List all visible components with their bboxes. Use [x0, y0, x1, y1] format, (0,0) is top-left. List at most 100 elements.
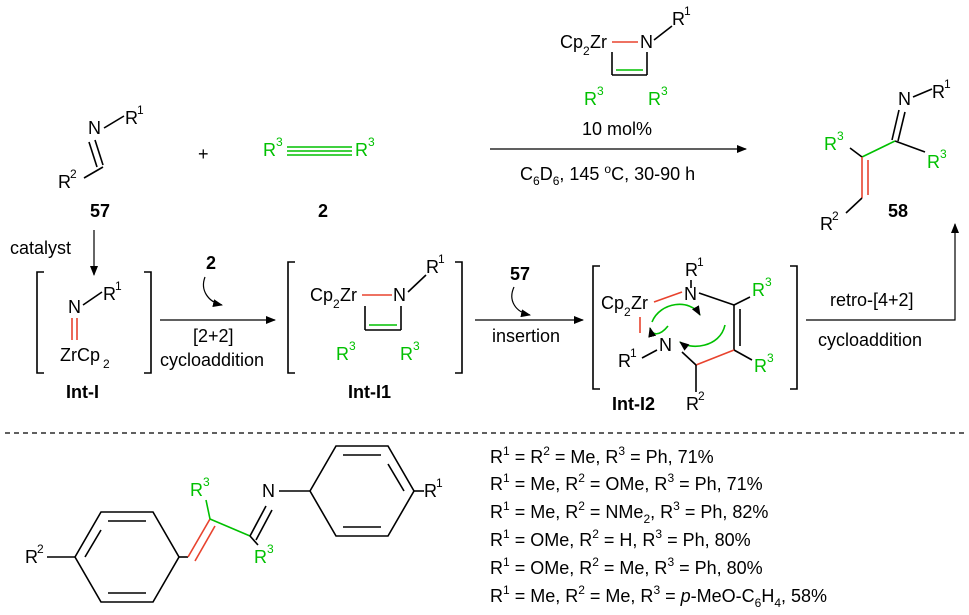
svg-text:3: 3: [661, 84, 668, 98]
svg-text:Zr: Zr: [590, 32, 607, 52]
svg-text:N: N: [659, 335, 672, 355]
svg-text:3: 3: [597, 84, 604, 98]
svg-text:1: 1: [115, 279, 122, 293]
svg-text:R: R: [648, 89, 661, 109]
svg-text:R: R: [336, 344, 349, 364]
svg-text:R: R: [672, 9, 685, 29]
substituent-yield-list: R1 = R2 = Me, R3 = Ph, 71% R1 = Me, R2 =…: [490, 444, 827, 610]
compound-2-label: 2: [318, 201, 328, 221]
svg-text:R: R: [820, 214, 833, 234]
svg-text:R: R: [103, 284, 116, 304]
step3-label-a: retro-[4+2]: [830, 290, 914, 310]
plus-sign: +: [198, 144, 209, 164]
svg-text:N: N: [640, 32, 653, 52]
substituent-row: R1 = Me, R2 = OMe, R3 = Ph, 71%: [490, 471, 763, 494]
svg-text:Cp: Cp: [560, 32, 583, 52]
svg-text:R: R: [400, 344, 413, 364]
svg-text:R: R: [927, 152, 940, 172]
substituent-row: R1 = R2 = Me, R3 = Ph, 71%: [490, 444, 714, 467]
step2-reagent: 57: [510, 264, 530, 284]
svg-text:2: 2: [70, 167, 77, 181]
svg-text:R: R: [752, 280, 765, 300]
svg-text:1: 1: [944, 77, 951, 91]
svg-text:3: 3: [267, 542, 274, 556]
svg-text:1: 1: [684, 4, 691, 18]
compound-57-label: 57: [90, 201, 110, 221]
svg-text:3: 3: [203, 475, 210, 489]
svg-text:R: R: [618, 351, 631, 371]
svg-text:3: 3: [940, 147, 947, 161]
substituent-row: R1 = OMe, R2 = Me, R3 = Ph, 80%: [490, 555, 763, 578]
step2-label: insertion: [492, 326, 560, 346]
svg-text:R: R: [424, 481, 437, 501]
svg-text:R: R: [125, 108, 138, 128]
svg-text:N: N: [68, 297, 81, 317]
svg-text:R: R: [25, 547, 38, 567]
svg-text:Zr: Zr: [340, 285, 357, 305]
substituent-row: R1 = OMe, R2 = H, R3 = Ph, 80%: [490, 527, 751, 550]
step1-label-a: [2+2]: [193, 326, 234, 346]
svg-text:3: 3: [276, 135, 283, 149]
svg-text:R: R: [685, 260, 698, 280]
svg-text:R: R: [754, 356, 767, 376]
svg-text:R: R: [584, 89, 597, 109]
compound-58-label: 58: [888, 201, 908, 221]
svg-text:N: N: [898, 89, 911, 109]
svg-text:R: R: [254, 547, 267, 567]
svg-text:N: N: [262, 481, 275, 501]
substituent-row: R1 = Me, R2 = Me, R3 = p-MeO-C6H4, 58%: [490, 583, 827, 610]
svg-text:Cp: Cp: [601, 293, 624, 313]
svg-text:1: 1: [137, 103, 144, 117]
step1-curved-arrow: [202, 276, 223, 308]
svg-text:3: 3: [765, 275, 772, 289]
svg-text:R: R: [263, 140, 276, 160]
svg-text:3: 3: [368, 135, 375, 149]
svg-text:2: 2: [37, 542, 44, 556]
svg-text:3: 3: [349, 339, 356, 353]
svg-text:2: 2: [103, 357, 110, 371]
svg-text:1: 1: [630, 346, 637, 360]
catalyst-amount: 10 mol%: [582, 119, 652, 139]
svg-text:Zr: Zr: [631, 293, 648, 313]
svg-text:3: 3: [767, 351, 774, 365]
svg-text:N: N: [88, 118, 101, 138]
svg-text:N: N: [393, 285, 406, 305]
substituent-row: R1 = Me, R2 = NMe2, R3 = Ph, 82%: [490, 499, 768, 526]
int-i1-label: Int-I1: [348, 382, 391, 402]
svg-text:1: 1: [697, 255, 704, 269]
svg-text:Cp: Cp: [310, 285, 333, 305]
svg-text:2: 2: [832, 209, 839, 223]
svg-text:R: R: [824, 134, 837, 154]
svg-text:3: 3: [837, 129, 844, 143]
step3-label-b: cycloaddition: [818, 330, 922, 350]
svg-text:R: R: [932, 82, 945, 102]
svg-text:R: R: [355, 140, 368, 160]
svg-text:R: R: [190, 480, 203, 500]
svg-text:3: 3: [413, 339, 420, 353]
svg-text:N: N: [684, 284, 697, 304]
svg-text:R: R: [426, 257, 439, 277]
svg-text:R: R: [686, 394, 699, 414]
step1-label-b: cycloaddition: [160, 350, 264, 370]
reaction-conditions: C6D6, 145 oC, 30-90 h: [520, 162, 695, 188]
svg-text:2: 2: [624, 305, 631, 319]
svg-text:R: R: [58, 172, 71, 192]
svg-text:1: 1: [438, 252, 445, 266]
svg-text:1: 1: [436, 476, 443, 490]
step3-arrow: [806, 223, 959, 321]
svg-text:ZrCp: ZrCp: [60, 345, 100, 365]
svg-text:2: 2: [333, 297, 340, 311]
svg-text:2: 2: [698, 389, 705, 403]
step1-reagent: 2: [206, 253, 216, 273]
step2-curved-arrow: [511, 286, 531, 318]
int-i-label: Int-I: [66, 382, 99, 402]
